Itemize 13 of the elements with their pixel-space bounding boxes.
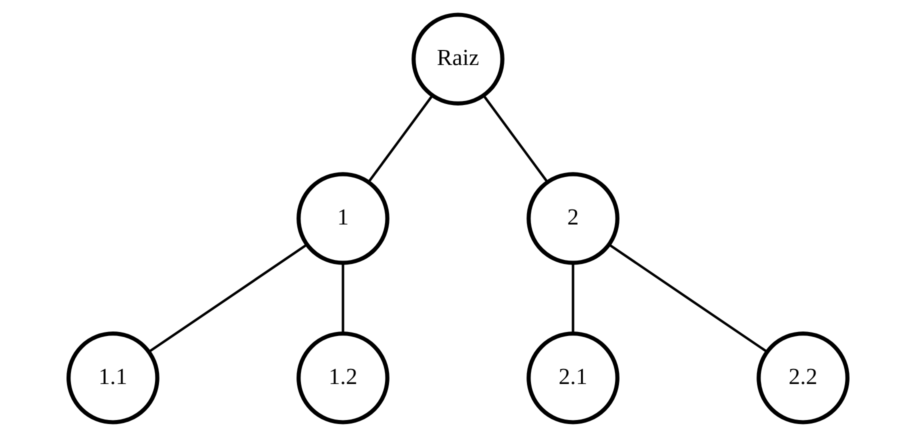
node-circle: 2: [526, 172, 620, 265]
node-circle: 2.1: [526, 331, 620, 424]
connector: [482, 94, 548, 182]
connector: [342, 263, 344, 334]
node-circle: 2.2: [756, 331, 850, 424]
connector: [608, 244, 768, 353]
connector: [572, 263, 574, 334]
connector: [148, 244, 308, 353]
node-circle: 1.2: [296, 331, 390, 424]
node-circle: Raiz: [412, 12, 504, 106]
node-circle: 1: [296, 172, 390, 265]
connector: [368, 94, 434, 182]
node-circle: 1.1: [66, 331, 160, 424]
